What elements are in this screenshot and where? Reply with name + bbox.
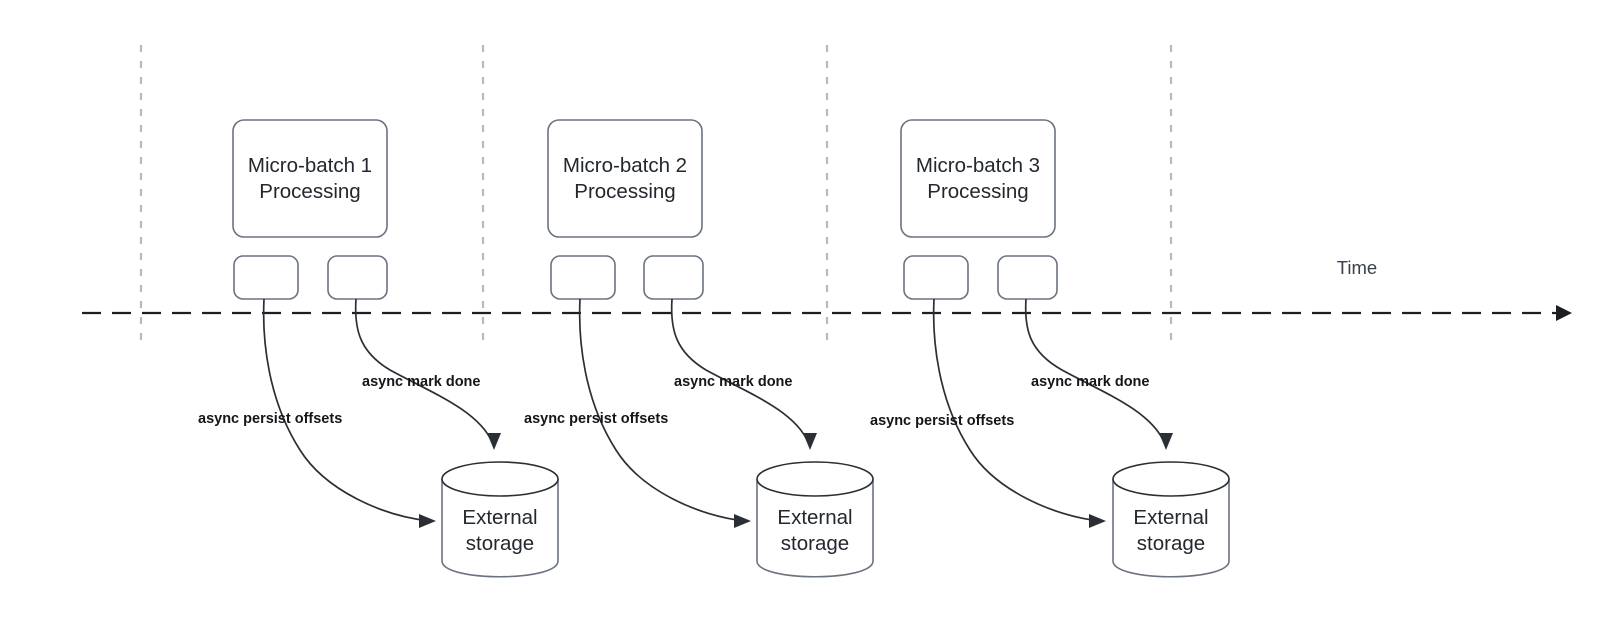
- external-storage-label-line1: External: [1133, 506, 1208, 529]
- async-mark-done-arrow-icon: [1159, 433, 1173, 450]
- external-storage-label-line2: storage: [466, 532, 534, 555]
- persist-offsets-task-box[interactable]: [903, 255, 969, 300]
- micro-batch-box[interactable]: [900, 119, 1056, 238]
- mark-done-task-box[interactable]: [643, 255, 704, 300]
- async-persist-offsets-label: async persist offsets: [870, 413, 1014, 429]
- async-mark-done-label: async mark done: [362, 374, 480, 390]
- micro-batch-label-line1: Micro-batch 3: [916, 154, 1040, 177]
- external-storage-cylinder-body: [1112, 479, 1230, 578]
- micro-batch-label-line1: Micro-batch 1: [248, 154, 372, 177]
- external-storage-cylinder-top[interactable]: [756, 461, 874, 497]
- async-persist-offsets-arrow-icon: [1089, 514, 1106, 528]
- async-persist-offsets-curve: [262, 298, 431, 522]
- external-storage-cylinder-body: [756, 479, 874, 578]
- timeline-axis: [82, 305, 1572, 321]
- micro-batch-label-line2: Processing: [927, 180, 1028, 203]
- external-storage-label-line2: storage: [781, 532, 849, 555]
- async-persist-offsets-arrow-icon: [734, 514, 751, 528]
- timeline-tick-lines: [139, 45, 1173, 340]
- mark-done-task-box[interactable]: [997, 255, 1058, 300]
- persist-offsets-task-box[interactable]: [550, 255, 616, 300]
- external-storage-cylinder-top[interactable]: [441, 461, 559, 497]
- async-mark-done-label: async mark done: [1031, 374, 1149, 390]
- async-persist-offsets-label: async persist offsets: [524, 411, 668, 427]
- time-axis-label-text: Time: [1337, 257, 1377, 278]
- async-mark-done-curve: [670, 298, 809, 443]
- external-storage-label-line1: External: [462, 506, 537, 529]
- micro-batch-label-line2: Processing: [574, 180, 675, 203]
- time-axis-label: Time: [1337, 257, 1377, 278]
- external-storage-label-line1: External: [777, 506, 852, 529]
- external-storage-cylinder-body: [441, 479, 559, 578]
- timeline-arrow-icon: [1556, 305, 1572, 321]
- async-persist-offsets-label: async persist offsets: [198, 411, 342, 427]
- micro-batch-label-line2: Processing: [259, 180, 360, 203]
- micro-batch-box[interactable]: [547, 119, 703, 238]
- external-storage-label-line2: storage: [1137, 532, 1205, 555]
- async-mark-done-curve: [354, 298, 493, 443]
- micro-batch-box[interactable]: [232, 119, 388, 238]
- async-persist-offsets-curve: [578, 298, 746, 522]
- external-storage-cylinder-top[interactable]: [1112, 461, 1230, 497]
- persist-offsets-task-box[interactable]: [233, 255, 299, 300]
- async-persist-offsets-arrow-icon: [419, 514, 436, 528]
- micro-batch-label-line1: Micro-batch 2: [563, 154, 687, 177]
- async-mark-done-arrow-icon: [487, 433, 501, 450]
- async-mark-done-label: async mark done: [674, 374, 792, 390]
- async-persist-offsets-curve: [932, 298, 1101, 522]
- async-mark-done-curve: [1024, 298, 1165, 443]
- async-mark-done-arrow-icon: [803, 433, 817, 450]
- mark-done-task-box[interactable]: [327, 255, 388, 300]
